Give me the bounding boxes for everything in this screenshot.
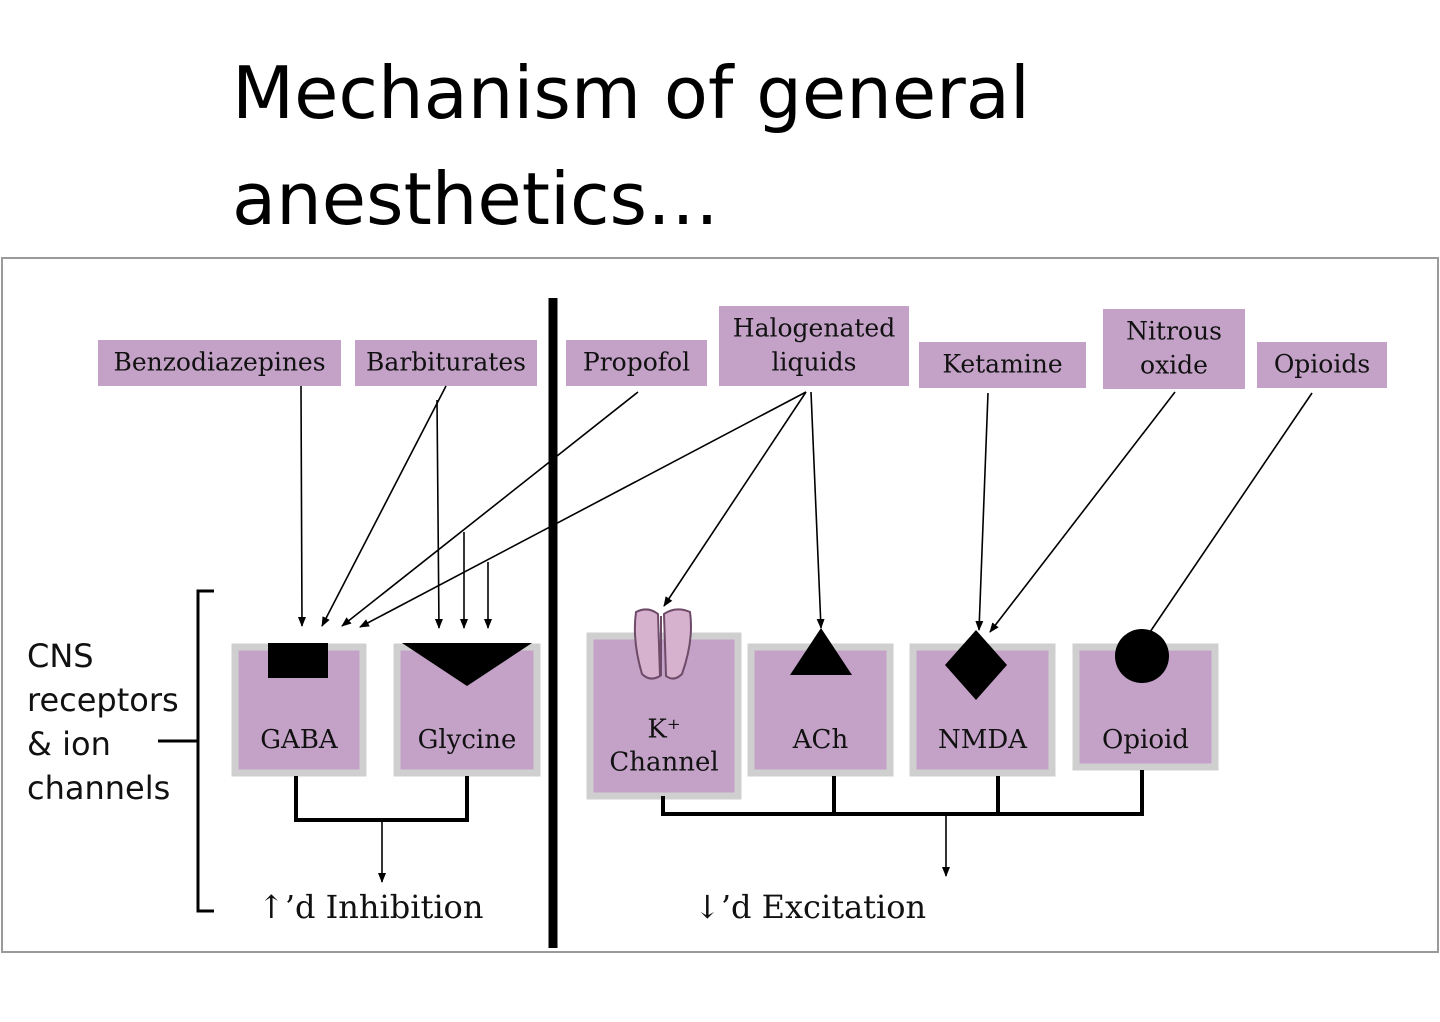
cns-receptors-label: CNS <box>27 637 94 675</box>
arrow-benzodiazepines-to-gaba <box>297 385 306 627</box>
drug-label-propofol: Propofol <box>583 348 690 377</box>
receptor-label-k-channel: Channel <box>609 748 718 778</box>
drug-ketamine: Ketamine <box>919 342 1086 388</box>
decreased-excitation-label: ↓’d Excitation <box>694 888 926 926</box>
nmda-binding-site-symbol <box>945 630 1007 700</box>
line-opioids-to-opioid <box>1149 392 1313 633</box>
receptor-label-glycine: Glycine <box>418 725 517 755</box>
receptor-label-k-channel: K⁺ <box>647 715 680 745</box>
drug-label-nitrous-oxide: oxide <box>1140 351 1208 380</box>
drug-label-opioids: Opioids <box>1274 350 1370 379</box>
excitation-bracket <box>661 770 1144 816</box>
drug-box <box>919 342 1086 388</box>
opioid-binding-site-symbol <box>1115 629 1169 683</box>
drug-box <box>719 306 909 386</box>
drug-box <box>355 340 537 386</box>
cns-bracket <box>196 589 214 913</box>
potassium-channel-symbol <box>633 608 692 680</box>
drug-propofol: Propofol <box>566 340 707 386</box>
arrow-barbiturates-to-glycine <box>434 399 443 629</box>
receptor-label-gaba: GABA <box>260 725 339 755</box>
drug-label-nitrous-oxide: Nitrous <box>1126 317 1222 346</box>
receptor-label-opioid: Opioid <box>1102 725 1189 755</box>
drug-label-halogenated-liquids: liquids <box>772 348 857 377</box>
arrow-propofol-to-gaba <box>341 391 639 627</box>
receptor-label-nmda: NMDA <box>938 725 1028 755</box>
drug-box <box>566 340 707 386</box>
title-line-1: Mechanism of general <box>232 51 1030 135</box>
increased-inhibition-label: ↑’d Inhibition <box>258 888 483 926</box>
drug-halogenated-liquids: Halogenated liquids <box>719 306 909 386</box>
receptor-label-ach: ACh <box>792 725 849 755</box>
drug-label-halogenated-liquids: Halogenated <box>733 314 895 343</box>
arrow-barbiturates-to-gaba <box>321 385 447 627</box>
arrow-halogenated-to-k-channel <box>663 391 807 607</box>
cns-receptors-label: receptors <box>27 681 179 719</box>
arrow-halogenated-to-ach <box>810 391 825 629</box>
receptor-k-channel: K⁺Channel <box>586 632 742 800</box>
receptor-box <box>586 632 742 800</box>
drug-box <box>1257 342 1387 388</box>
drug-benzodiazepines: Benzodiazepines <box>98 340 341 386</box>
cns-receptors-label: & ion <box>27 725 111 763</box>
drug-label-benzodiazepines: Benzodiazepines <box>113 348 325 377</box>
ach-binding-site-symbol <box>790 628 852 675</box>
drug-opioids: Opioids <box>1257 342 1387 388</box>
arrow-nitrous-oxide-to-nmda <box>989 391 1176 633</box>
slide-title: Mechanism of general anesthetics… <box>232 40 1332 252</box>
drug-nitrous-oxide: Nitrous oxide <box>1103 309 1245 389</box>
drug-label-barbiturates: Barbiturates <box>366 348 526 377</box>
arrow-halogenated-to-gaba <box>359 391 807 628</box>
drug-label-ketamine: Ketamine <box>942 350 1062 379</box>
title-line-2: anesthetics… <box>232 157 720 241</box>
gaba-binding-site-symbol <box>268 643 328 678</box>
drug-box <box>1103 309 1245 389</box>
diagram-frame <box>1 257 1439 953</box>
glycine-binding-site-symbol <box>402 643 532 686</box>
arrow-ketamine-to-nmda <box>975 392 989 631</box>
drug-barbiturates: Barbiturates <box>355 340 537 386</box>
drug-box <box>98 340 341 386</box>
inhibition-bracket <box>294 776 469 822</box>
cns-receptors-label: channels <box>27 769 170 807</box>
